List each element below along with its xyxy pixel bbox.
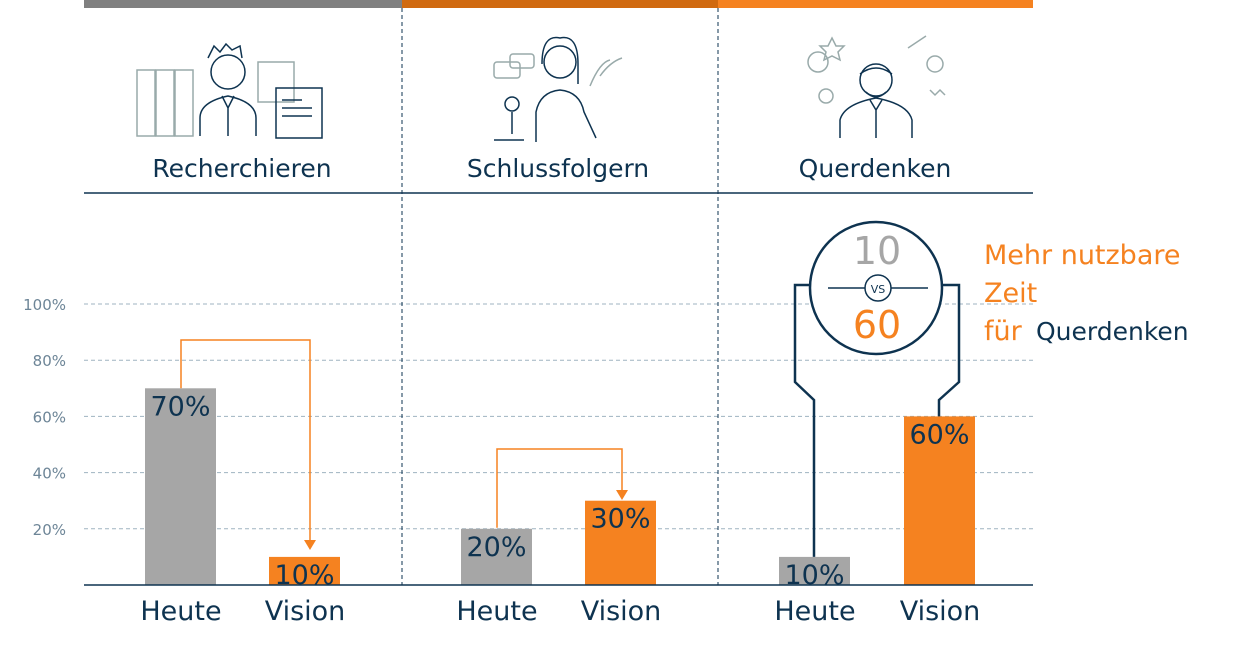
bar-value-label: 70%: [150, 391, 210, 422]
arrow-head-icon: [304, 540, 316, 550]
presenter-icon: [493, 36, 623, 142]
vs-label: VS: [871, 283, 886, 296]
annotation-line1: Mehr nutzbare: [984, 240, 1181, 271]
bar-vision: [585, 500, 656, 585]
change-arrow: [180, 339, 311, 542]
researcher-icon: [136, 42, 323, 139]
x-category-label: Vision: [265, 596, 346, 627]
y-tick-label: 40%: [33, 465, 66, 483]
y-tick-label: 60%: [33, 408, 66, 426]
annotation-line2: Zeit: [984, 278, 1037, 309]
bracket-right: [937, 283, 961, 417]
arrow-head-icon: [616, 490, 628, 500]
bar-value-label: 10%: [784, 560, 844, 591]
after-value: 60: [853, 303, 901, 347]
bar-heute: [145, 388, 216, 585]
annotation-line3b: Querdenken: [1036, 317, 1189, 346]
vs-badge: [864, 274, 892, 302]
group-title: Schlussfolgern: [467, 154, 649, 183]
annotation-line3a: für: [984, 316, 1023, 347]
group-title: Querdenken: [799, 154, 952, 183]
x-category-label: Vision: [900, 596, 981, 627]
before-value: 10: [853, 229, 901, 273]
bracket-left: [793, 283, 816, 557]
x-category-label: Vision: [581, 596, 662, 627]
bar-value-label: 20%: [466, 532, 526, 563]
x-category-label: Heute: [774, 596, 855, 627]
change-arrow: [496, 448, 623, 528]
top-bar-schlussfolgern: [402, 0, 718, 8]
group-title: Recherchieren: [152, 154, 331, 183]
x-category-label: Heute: [456, 596, 537, 627]
bar-value-label: 10%: [274, 560, 334, 591]
bar-heute: [461, 528, 532, 585]
y-tick-label: 20%: [33, 521, 66, 539]
top-bar-recherchieren: [84, 0, 402, 8]
bar-value-label: 60%: [909, 419, 969, 450]
y-tick-label: 80%: [33, 352, 66, 370]
bar-heute: [779, 556, 850, 585]
y-tick-label: 100%: [23, 296, 66, 314]
top-bar-querdenken: [718, 0, 1033, 8]
x-category-label: Heute: [140, 596, 221, 627]
thinker-icon: [807, 35, 946, 138]
bar-value-label: 30%: [590, 504, 650, 535]
bar-vision: [269, 556, 340, 585]
bar-vision: [904, 416, 975, 585]
